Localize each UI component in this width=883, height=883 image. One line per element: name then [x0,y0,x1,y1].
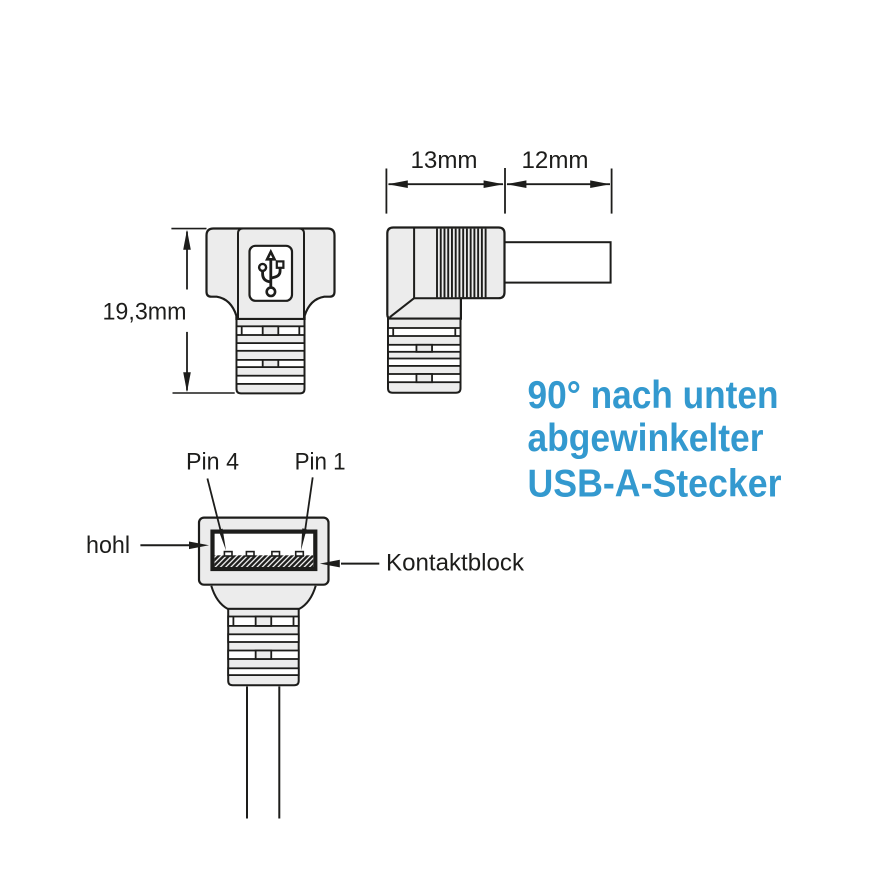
svg-text:Pin 4: Pin 4 [186,449,239,476]
svg-text:Kontaktblock: Kontaktblock [386,550,525,577]
svg-text:12mm: 12mm [522,147,589,174]
svg-text:13mm: 13mm [411,147,478,174]
svg-text:Pin 1: Pin 1 [295,449,346,476]
svg-text:abgewinkelter: abgewinkelter [528,417,764,460]
svg-text:90° nach unten: 90° nach unten [528,374,779,417]
svg-text:hohl: hohl [86,532,130,559]
svg-text:19,3mm: 19,3mm [103,299,187,326]
svg-text:USB-A-Stecker: USB-A-Stecker [528,463,782,506]
